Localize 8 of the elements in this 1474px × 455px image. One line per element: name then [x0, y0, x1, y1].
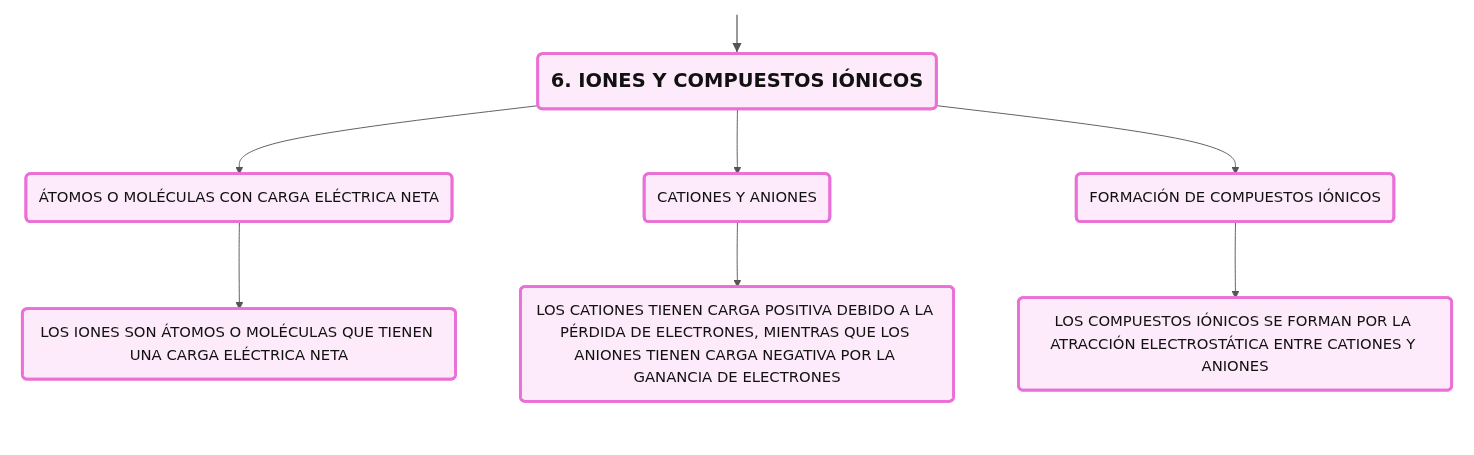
concept-box: ÁTOMOS O MOLÉCULAS CON CARGA ELÉCTRICA NETA — [24, 172, 454, 224]
concept-box: LOS CATIONES TIENEN CARGA POSITIVA DEBIDO A LA PÉRDIDA DE ELECTRONES, MIENTRAS QUE LOS ANIONES TIENEN CARGA NEGATIVA POR LA GANANCIA DE ELECTRONES — [519, 285, 955, 403]
concept-box: LOS COMPUESTOS IÓNICOS SE FORMAN POR LA ATRACCIÓN ELECTROSTÁTICA ENTRE CATIONES Y ANIONES — [1017, 296, 1454, 392]
topic-box: 6. IONES Y COMPUESTOS IÓNICOS — [536, 52, 938, 111]
concept-box: FORMACIÓN DE COMPUESTOS IÓNICOS — [1074, 172, 1396, 224]
concept-box: CATIONES Y ANIONES — [642, 172, 832, 224]
arrow — [732, 14, 742, 53]
concept-box: LOS IONES SON ÁTOMOS O MOLÉCULAS QUE TIENEN UNA CARGA ELÉCTRICA NETA — [20, 307, 457, 381]
